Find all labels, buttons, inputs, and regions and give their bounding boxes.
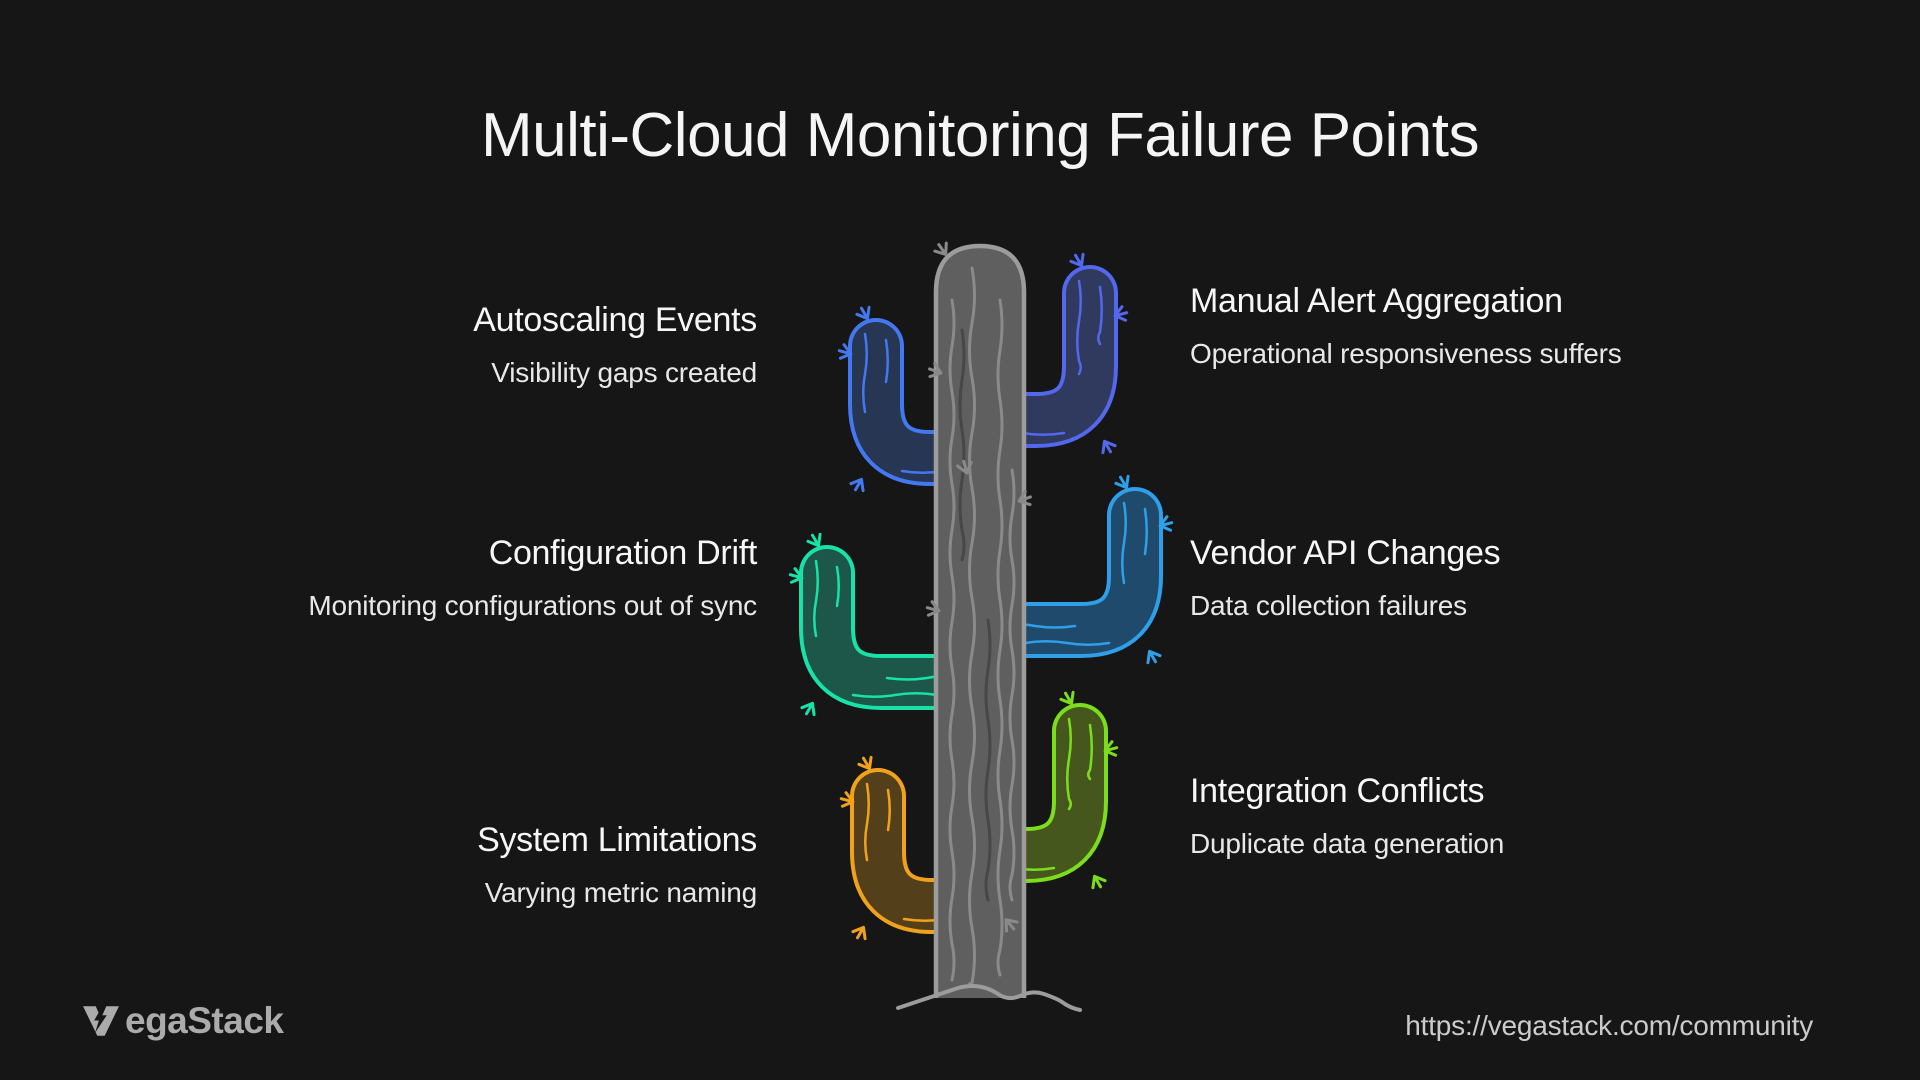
failure-point-description: Data collection failures (1190, 590, 1467, 622)
failure-point-system-limitations: System Limitations Varying metric naming (477, 821, 757, 909)
vegastack-logo-text: egaStack (125, 1000, 284, 1041)
failure-point-vendor-api-changes: Vendor API Changes Data collection failu… (1190, 534, 1501, 622)
failure-point-description: Visibility gaps created (491, 357, 757, 389)
cactus-arm-middle-left (788, 532, 986, 717)
vegastack-logo: egaStack (82, 1000, 284, 1042)
failure-point-heading: Autoscaling Events (473, 301, 757, 339)
cactus-ground-line (896, 984, 1082, 1012)
failure-point-heading: Integration Conflicts (1190, 772, 1485, 810)
failure-point-autoscaling-events: Autoscaling Events Visibility gaps creat… (473, 301, 757, 389)
vegastack-logo-icon (83, 1003, 119, 1036)
community-url: https://vegastack.com/community (1405, 1010, 1813, 1041)
failure-point-description: Duplicate data generation (1190, 828, 1505, 860)
failure-point-description: Operational responsiveness suffers (1190, 338, 1622, 370)
failure-point-description: Monitoring configurations out of sync (308, 590, 757, 622)
failure-point-heading: Vendor API Changes (1190, 534, 1501, 572)
page-title: Multi-Cloud Monitoring Failure Points (480, 101, 1480, 170)
cactus-trunk (925, 241, 1032, 998)
failure-point-configuration-drift: Configuration Drift Monitoring configura… (308, 534, 757, 622)
failure-point-manual-alert-aggregation: Manual Alert Aggregation Operational res… (1190, 282, 1622, 370)
failure-point-heading: Configuration Drift (488, 534, 758, 572)
failure-point-description: Varying metric naming (484, 877, 757, 909)
failure-point-heading: Manual Alert Aggregation (1190, 282, 1563, 320)
cactus-arm-top-left (837, 305, 986, 493)
cactus-arm-bottom-left (839, 755, 986, 941)
failure-point-integration-conflicts: Integration Conflicts Duplicate data gen… (1190, 772, 1504, 860)
cactus-arm-middle-right (974, 474, 1174, 665)
failure-point-heading: System Limitations (477, 821, 757, 859)
